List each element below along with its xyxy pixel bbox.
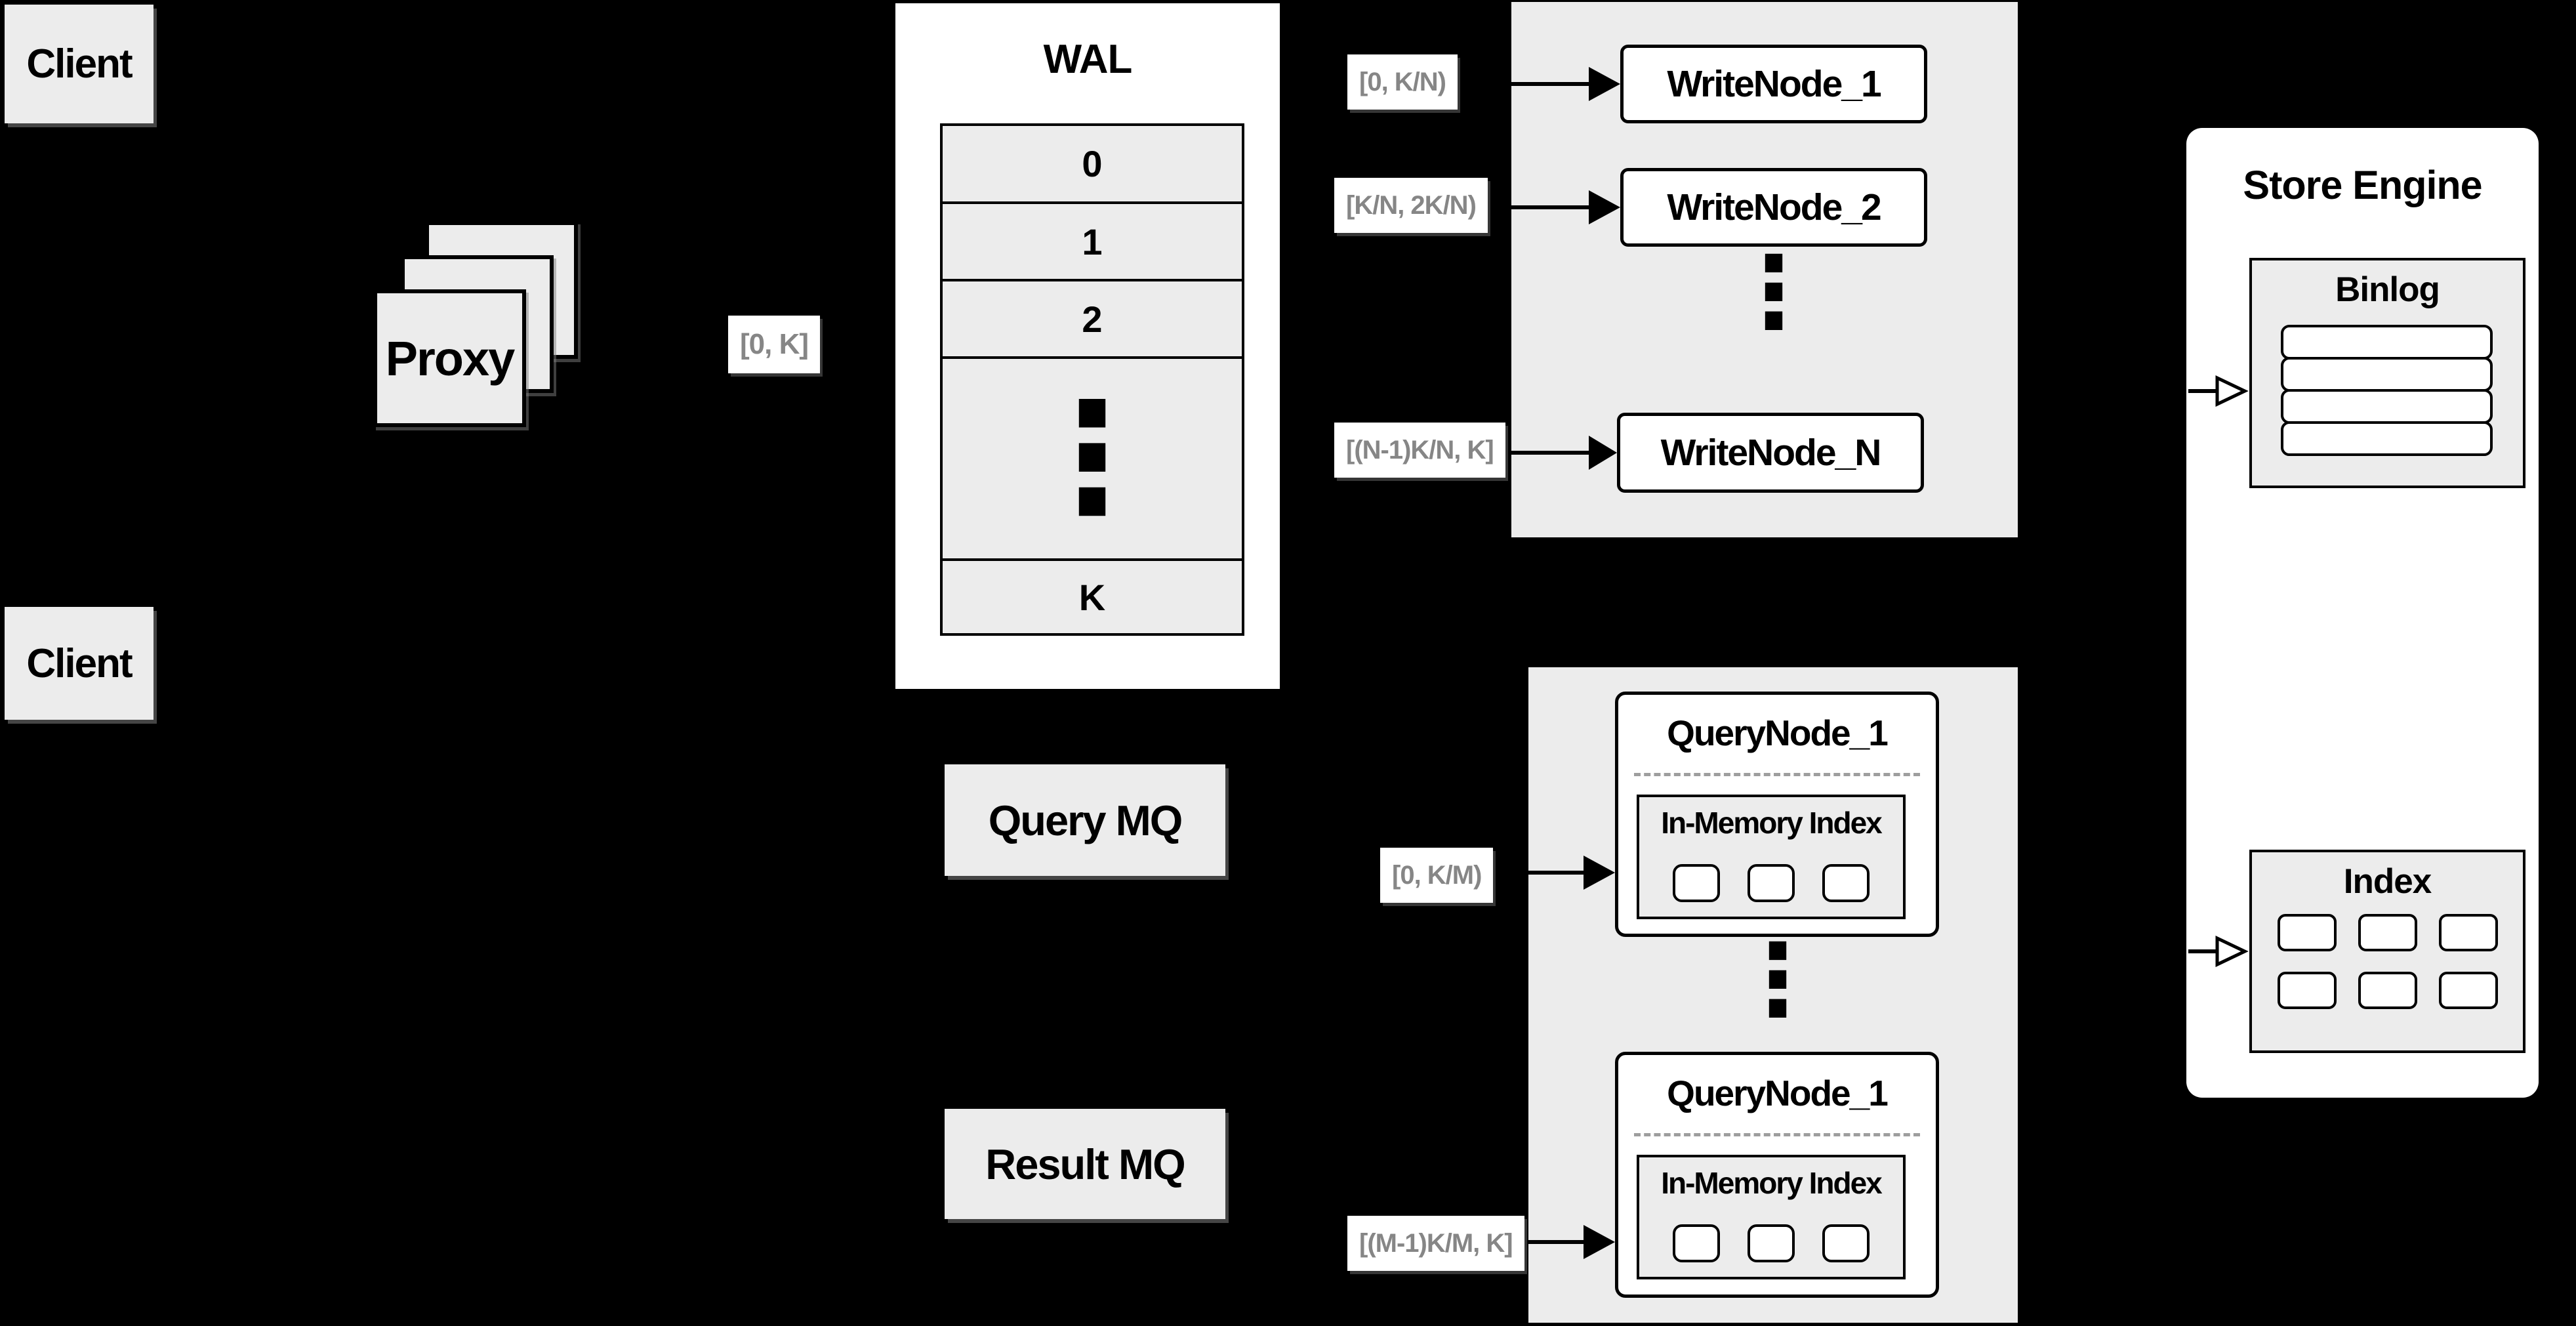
write-node-1-label: WriteNode_1 bbox=[1667, 63, 1881, 105]
write-nodes-ellipsis: ⋮ bbox=[1725, 236, 1823, 350]
in-memory-index-title: In-Memory Index bbox=[1661, 806, 1883, 840]
result-mq-node: Result MQ bbox=[945, 1109, 1225, 1219]
memory-segment bbox=[1748, 1224, 1795, 1262]
wal-row-k: K bbox=[943, 561, 1242, 633]
memory-segment bbox=[1822, 1224, 1870, 1262]
client-bottom-label: Client bbox=[26, 640, 133, 686]
wal-row-ellipsis: ⋮ bbox=[943, 359, 1242, 561]
range-label-write-n: [(N-1)K/N, K] bbox=[1334, 423, 1505, 478]
range-label-query-m: [(M-1)K/M, K] bbox=[1347, 1216, 1524, 1271]
range-label-proxy: [0, K] bbox=[728, 316, 820, 373]
in-memory-index-segments bbox=[1639, 1224, 1903, 1262]
write-node-n: WriteNode_N bbox=[1617, 413, 1924, 493]
memory-segment bbox=[1673, 864, 1720, 902]
query-mq-label: Query MQ bbox=[988, 796, 1183, 844]
index-row bbox=[2252, 972, 2523, 1009]
range-label-write-2: [K/N, 2K/N) bbox=[1334, 178, 1488, 233]
range-label-write-1: [0, K/N) bbox=[1347, 54, 1458, 110]
index-segment bbox=[2358, 914, 2417, 951]
wal-row-0: 0 bbox=[943, 126, 1242, 204]
wal-ellipsis: ⋮ bbox=[1017, 371, 1168, 546]
binlog-box: Binlog bbox=[2249, 258, 2525, 488]
query-node-1: QueryNode_1 In-Memory Index bbox=[1615, 692, 1939, 937]
write-node-n-arrow bbox=[1511, 436, 1617, 470]
memory-segment bbox=[1748, 864, 1795, 902]
query-node-m-title: QueryNode_1 bbox=[1667, 1073, 1889, 1113]
proxy-label: Proxy bbox=[385, 331, 516, 386]
query-node-1-in-memory-index: In-Memory Index bbox=[1637, 795, 1906, 919]
index-segment bbox=[2438, 914, 2498, 951]
wal-row-1: 1 bbox=[943, 204, 1242, 281]
client-node-bottom: Client bbox=[5, 607, 153, 720]
proxy-node: Proxy bbox=[373, 289, 526, 427]
write-node-1-arrow bbox=[1511, 67, 1620, 101]
query-node-1-arrow bbox=[1528, 856, 1615, 890]
index-segments bbox=[2252, 914, 2523, 1009]
wal-title: WAL bbox=[1043, 37, 1133, 82]
query-node-m-divider bbox=[1634, 1133, 1920, 1136]
binlog-segment bbox=[2281, 389, 2493, 424]
client-node-top: Client bbox=[5, 5, 153, 123]
wal-table: 0 1 2 ⋮ K bbox=[940, 123, 1244, 636]
write-node-n-label: WriteNode_N bbox=[1660, 432, 1882, 474]
wal-row-2: 2 bbox=[943, 281, 1242, 359]
write-node-2: WriteNode_2 bbox=[1620, 168, 1927, 247]
query-node-panel: QueryNode_1 In-Memory Index ⋮ QueryNode_… bbox=[1528, 667, 2018, 1323]
index-segment bbox=[2358, 972, 2417, 1009]
index-segment bbox=[2277, 972, 2337, 1009]
query-node-1-divider bbox=[1634, 773, 1920, 776]
binlog-arrow bbox=[2188, 375, 2249, 407]
query-node-m-arrow bbox=[1528, 1225, 1615, 1259]
index-row bbox=[2252, 914, 2523, 951]
client-top-label: Client bbox=[26, 41, 133, 87]
range-label-query-1: [0, K/M) bbox=[1380, 848, 1494, 903]
write-node-2-label: WriteNode_2 bbox=[1667, 186, 1881, 228]
binlog-segment bbox=[2281, 325, 2493, 360]
index-arrow bbox=[2188, 936, 2249, 967]
query-node-1-title: QueryNode_1 bbox=[1667, 713, 1889, 753]
result-mq-label: Result MQ bbox=[985, 1140, 1185, 1188]
index-segment bbox=[2277, 914, 2337, 951]
binlog-title: Binlog bbox=[2335, 270, 2440, 309]
query-nodes-ellipsis: ⋮ bbox=[1728, 923, 1827, 1037]
in-memory-index-segments bbox=[1639, 864, 1903, 902]
wal-box: WAL 0 1 2 ⋮ K bbox=[895, 3, 1280, 689]
memory-segment bbox=[1673, 1224, 1720, 1262]
write-node-2-arrow bbox=[1511, 190, 1620, 224]
index-title: Index bbox=[2343, 862, 2432, 901]
memory-segment bbox=[1822, 864, 1870, 902]
in-memory-index-title: In-Memory Index bbox=[1661, 1166, 1883, 1200]
write-node-1: WriteNode_1 bbox=[1620, 45, 1927, 123]
index-box: Index bbox=[2249, 850, 2525, 1053]
query-node-m-in-memory-index: In-Memory Index bbox=[1637, 1155, 1906, 1279]
binlog-segment bbox=[2281, 421, 2493, 456]
query-node-m: QueryNode_1 In-Memory Index bbox=[1615, 1052, 1939, 1298]
store-engine-title: Store Engine bbox=[2243, 163, 2482, 207]
index-segment bbox=[2438, 972, 2498, 1009]
query-mq-node: Query MQ bbox=[945, 764, 1225, 876]
store-engine-box: Store Engine Binlog Index bbox=[2186, 128, 2539, 1098]
binlog-segment bbox=[2281, 357, 2493, 392]
binlog-rows bbox=[2281, 325, 2493, 456]
